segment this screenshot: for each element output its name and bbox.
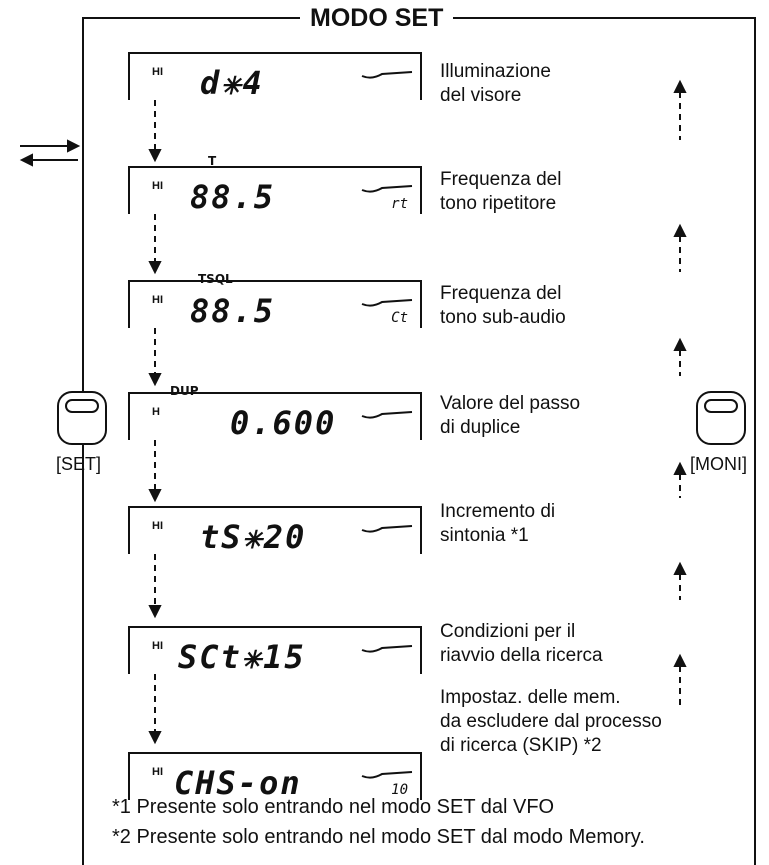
moni-button-label: [MONI] (690, 454, 747, 474)
hi-indicator: HI (152, 66, 163, 78)
hi-indicator: HI (152, 640, 163, 652)
lcd-screen-2: HI T 88.5 rt (128, 154, 422, 216)
set-button-label: [SET] (56, 454, 102, 474)
signal-meter-icon (361, 411, 413, 419)
tsql-indicator: TSQL (198, 272, 233, 286)
label-riavvio-ricerca: Condizioni per il riavvio della ricerca (440, 621, 603, 666)
signal-meter-icon (361, 771, 413, 779)
frame-title: MODO SET (300, 4, 454, 33)
lcd-screen-1: HI d✳4 (128, 52, 422, 102)
up-arrows-icon (673, 79, 687, 706)
signal-meter-icon (361, 525, 413, 533)
left-right-arrows-icon (19, 139, 81, 167)
down-arrows-icon (148, 100, 162, 745)
lcd-segment-text: d✳4 (200, 64, 264, 102)
label-passo-duplice: Valore del passo di duplice (440, 393, 581, 438)
dup-indicator: DUP (170, 384, 199, 398)
lcd-segment-text: 0.600 (230, 404, 337, 442)
set-button-icon[interactable] (57, 391, 107, 445)
lcd-screen-7: HI CHS-on 10 (128, 752, 422, 802)
signal-meter-icon (361, 185, 413, 193)
label-incremento: Incremento di sintonia *1 (440, 501, 556, 546)
moni-button-icon[interactable] (696, 391, 746, 445)
hi-indicator: HI (152, 180, 163, 192)
tone-indicator: T (208, 154, 217, 168)
label-skip: Impostaz. delle mem. da escludere dal pr… (440, 687, 662, 756)
lcd-screen-5: HI tS✳20 (128, 506, 422, 556)
lcd-sub-text: 10 (391, 782, 408, 798)
signal-meter-icon (361, 71, 413, 79)
label-tono-ripetitore: Frequenza del tono ripetitore (440, 169, 562, 214)
lcd-segment-text: 88.5 (190, 292, 276, 330)
label-illuminazione: Illuminazione del visore (440, 61, 551, 106)
lcd-segment-text: 88.5 (190, 178, 276, 216)
hi-indicator: HI (152, 520, 163, 532)
hi-indicator: HI (152, 294, 163, 306)
footnote-2: *2 Presente solo entrando nel modo SET d… (112, 826, 645, 848)
lcd-screen-4: H DUP 0.600 (128, 384, 422, 442)
hi-indicator: HI (152, 766, 163, 778)
lcd-segment-text: SCt✳15 (178, 638, 306, 676)
footnote-1: *1 Presente solo entrando nel modo SET d… (112, 796, 555, 818)
lcd-sub-text: rt (391, 196, 408, 212)
signal-meter-icon (361, 645, 413, 653)
hi-indicator: H (152, 406, 160, 418)
signal-meter-icon (361, 299, 413, 307)
lcd-sub-text: Ct (391, 310, 408, 326)
lcd-screen-6: HI SCt✳15 (128, 626, 422, 676)
lcd-screen-3: HI TSQL 88.5 Ct (128, 272, 422, 330)
lcd-segment-text: tS✳20 (200, 518, 307, 556)
label-tono-sub-audio: Frequenza del tono sub-audio (440, 283, 566, 328)
lcd-segment-text: CHS-on (174, 764, 302, 802)
